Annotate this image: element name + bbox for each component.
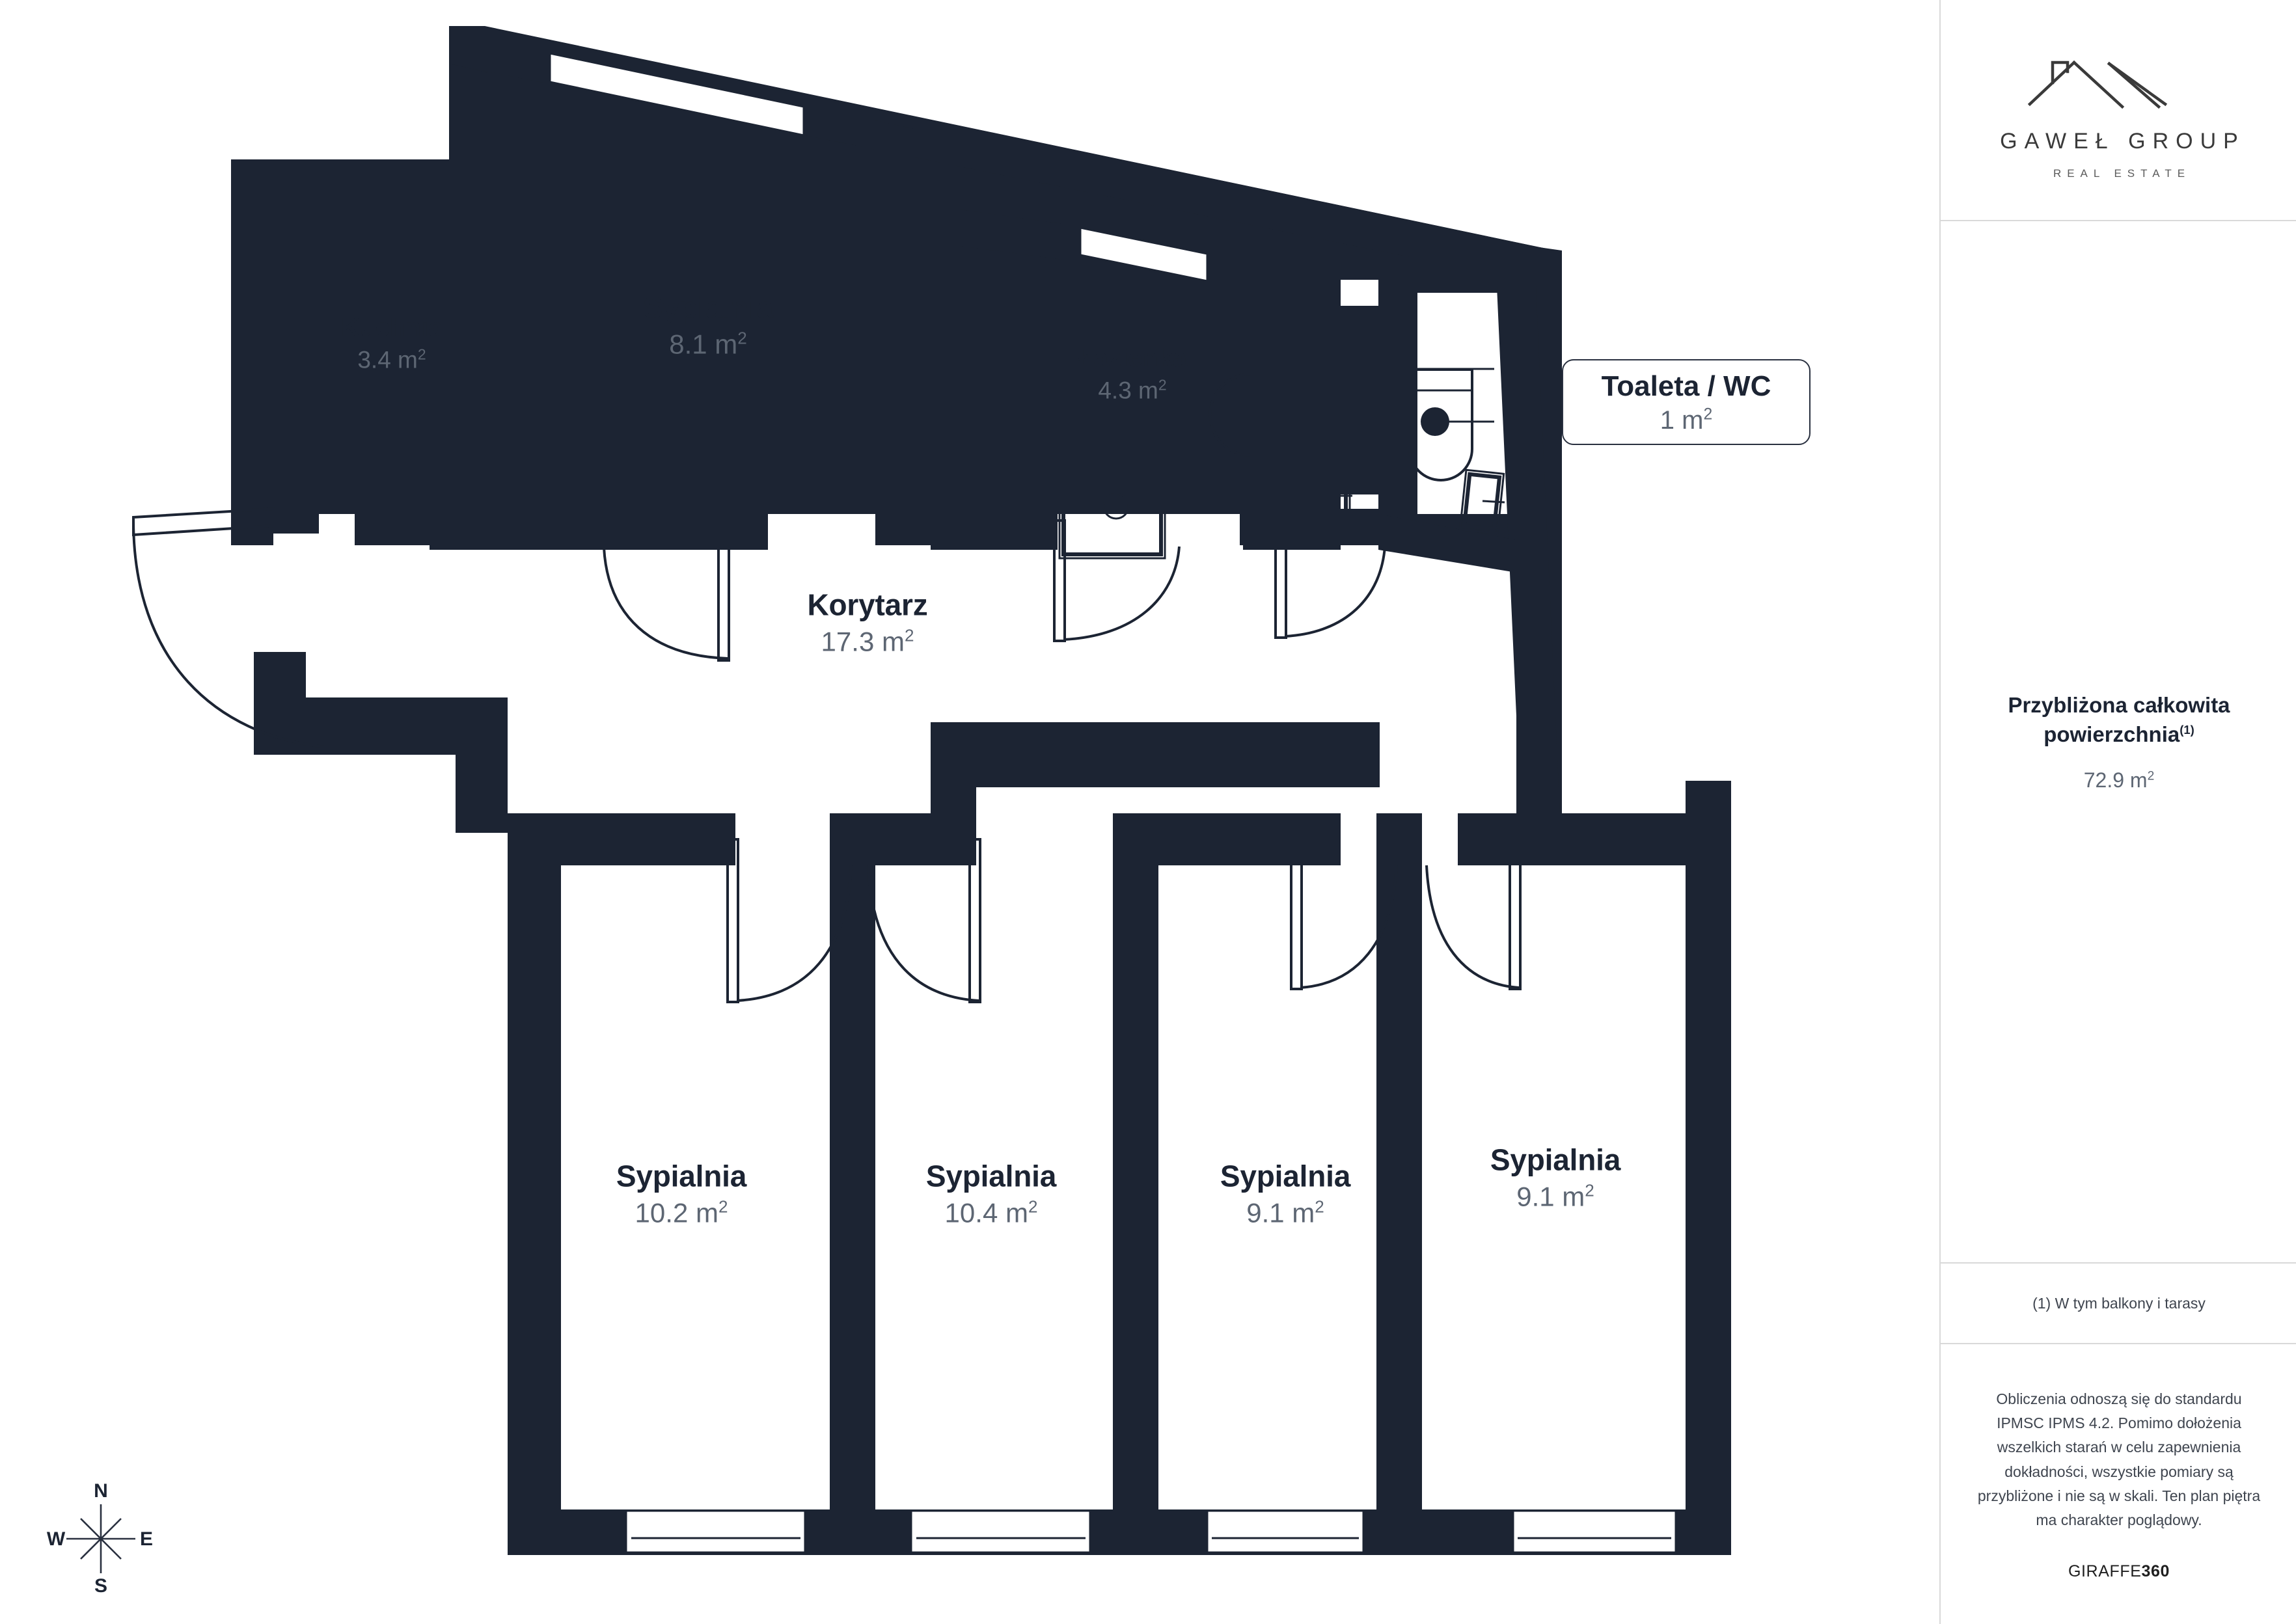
bathroom-sink-icon [1302, 446, 1352, 545]
giraffe-brand-light: GIRAFFE [2068, 1562, 2142, 1581]
total-area-block: Przybliżona całkowita powierzchnia(1) 72… [1941, 221, 2296, 1264]
wc-callout-leader [1510, 402, 1565, 405]
info-sidebar: GAWEŁ GROUP REAL ESTATE Przybliżona całk… [1939, 0, 2296, 1624]
window-bedroom-top [549, 52, 805, 137]
total-area-title: Przybliżona całkowita powierzchnia(1) [2008, 693, 2230, 746]
window-bedroom-5 [1512, 1509, 1677, 1554]
footnote-block: (1) W tym balkony i tarasy [1941, 1264, 2296, 1344]
brand-logo-block: GAWEŁ GROUP REAL ESTATE [1941, 0, 2296, 221]
compass-east: E [139, 1528, 154, 1550]
house-roof-icon [2027, 60, 2168, 109]
toilet-icon [1383, 368, 1494, 481]
footnote-text: (1) W tym balkony i tarasy [2032, 1294, 2206, 1312]
brand-name: GAWEŁ GROUP [2000, 128, 2245, 154]
floorplan-drawing: .wall { fill: #1c2433; } .fx { fill: non… [132, 26, 1731, 1555]
wc-sink-icon [1458, 468, 1505, 535]
door-bedroom4 [1290, 838, 1398, 990]
kitchen-counter-icon [388, 213, 472, 267]
door-bedroom5 [1425, 838, 1522, 990]
disclaimer-text: Obliczenia odnoszą się do standardu IPMS… [1977, 1390, 2261, 1528]
compass-south: S [94, 1575, 108, 1597]
total-area-value: 72.9 m2 [2083, 768, 2155, 792]
giraffe360-brand: GIRAFFE360 [2068, 1562, 2170, 1581]
compass-west: W [46, 1528, 66, 1550]
brand-subtitle: REAL ESTATE [2053, 167, 2191, 180]
window-bedroom-2 [625, 1509, 806, 1554]
compass-rose: N E S W [46, 1480, 156, 1597]
shower-tray-icon [1058, 448, 1166, 560]
giraffe-brand-bold: 360 [2141, 1562, 2170, 1581]
bathroom-cabinet-icon [1059, 316, 1109, 426]
fixtures [388, 213, 1505, 560]
floorplan-canvas[interactable]: .wall { fill: #1c2433; } .fx { fill: non… [0, 0, 1939, 1624]
window-bedroom-4 [1206, 1509, 1365, 1554]
door-bedroom2 [726, 838, 853, 1003]
window-bedroom-3 [910, 1509, 1091, 1554]
bathtub-icon [1209, 373, 1335, 457]
compass-star-icon [66, 1504, 135, 1573]
interior-doors [603, 519, 1522, 1003]
windows [132, 52, 1677, 1554]
door-bedroom1 [603, 519, 730, 662]
door-passage [1274, 519, 1386, 639]
entrance-door [132, 507, 326, 748]
room-callout-toaleta-wc[interactable]: Toaleta / WC 1 m2 [1562, 359, 1811, 445]
compass-north: N [94, 1480, 108, 1502]
wall-polygons [231, 26, 1731, 1555]
door-bedroom3 [867, 838, 981, 1003]
disclaimer-block: Obliczenia odnoszą się do standardu IPMS… [1941, 1344, 2296, 1624]
window-hall-top [1079, 226, 1209, 282]
